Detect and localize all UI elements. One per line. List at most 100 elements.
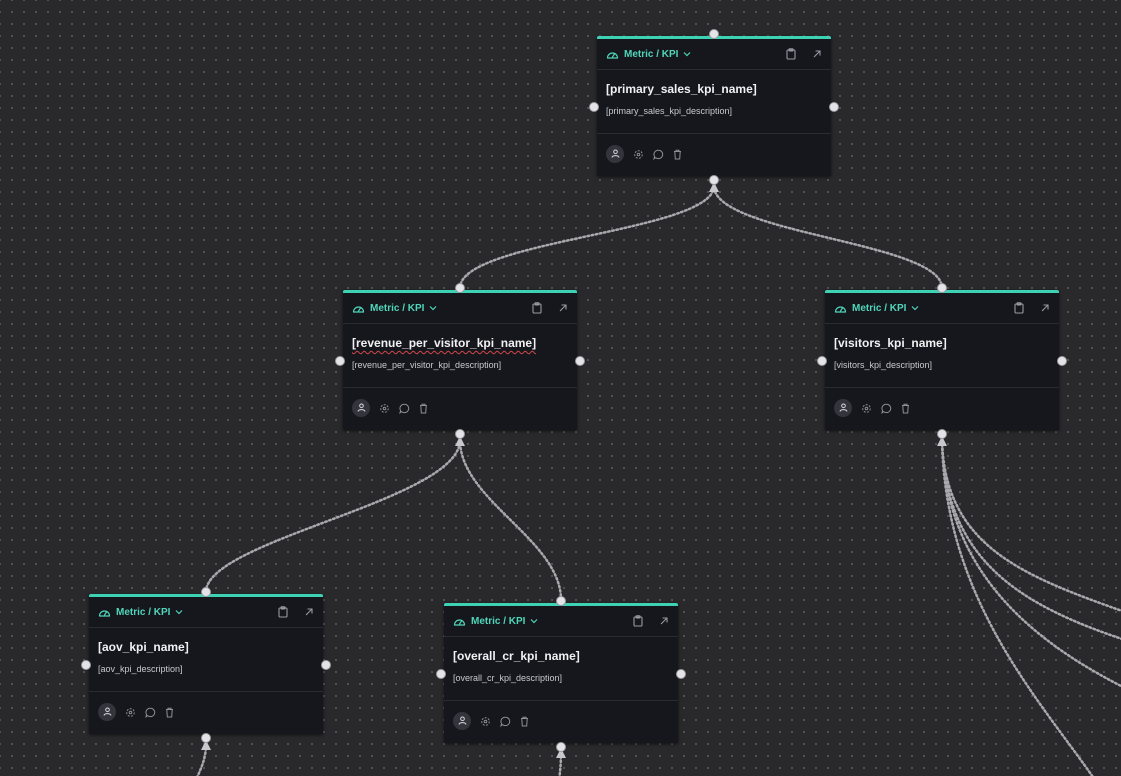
- comment-icon[interactable]: [653, 149, 664, 160]
- trash-icon[interactable]: [901, 403, 910, 414]
- node-body: [primary_sales_kpi_name] [primary_sales_…: [597, 70, 831, 134]
- handle-primary-sales-left[interactable]: [589, 102, 599, 112]
- handle-revenue-per-visitor-left[interactable]: [335, 356, 345, 366]
- node-type-dropdown[interactable]: Metric / KPI: [606, 49, 691, 60]
- clipboard-icon[interactable]: [633, 615, 643, 627]
- node-type-dropdown[interactable]: Metric / KPI: [834, 303, 919, 314]
- handle-primary-sales-bottom[interactable]: [709, 175, 719, 185]
- chevron-down-icon: [683, 51, 691, 57]
- edge-arrowhead: [455, 436, 465, 446]
- handle-revenue-per-visitor-right[interactable]: [575, 356, 585, 366]
- kpi-node-aov[interactable]: Metric / KPI [aov_kpi_name] [aov_kpi_des…: [89, 594, 323, 734]
- node-header: Metric / KPI: [597, 39, 831, 70]
- clipboard-icon[interactable]: [532, 302, 542, 314]
- node-title[interactable]: [visitors_kpi_name]: [834, 336, 947, 350]
- kpi-node-primary-sales[interactable]: Metric / KPI [primary_sales_kpi_name] [p…: [597, 36, 831, 176]
- handle-visitors-left[interactable]: [817, 356, 827, 366]
- link-icon[interactable]: [861, 403, 872, 414]
- handle-revenue-per-visitor-top[interactable]: [455, 283, 465, 293]
- node-title[interactable]: [primary_sales_kpi_name]: [606, 82, 757, 96]
- owner-avatar-button[interactable]: [98, 703, 116, 721]
- gauge-icon: [606, 49, 619, 60]
- handle-visitors-top[interactable]: [937, 283, 947, 293]
- edge-arrowhead: [201, 740, 211, 750]
- arrow-up-right-icon[interactable]: [1040, 303, 1050, 313]
- edge-overall-cr-to-revenue-per-visitor: [458, 438, 563, 602]
- edge-arrowhead: [556, 748, 566, 758]
- edge-visitors-to-primary-sales: [712, 184, 944, 290]
- handle-aov-left[interactable]: [81, 660, 91, 670]
- trash-icon[interactable]: [419, 403, 428, 414]
- arrow-up-right-icon[interactable]: [659, 616, 669, 626]
- node-description[interactable]: [revenue_per_visitor_kpi_description]: [352, 360, 502, 370]
- gauge-icon: [453, 616, 466, 627]
- node-title[interactable]: [aov_kpi_name]: [98, 640, 189, 654]
- trash-icon[interactable]: [520, 716, 529, 727]
- comment-icon[interactable]: [881, 403, 892, 414]
- trash-icon[interactable]: [165, 707, 174, 718]
- comment-icon[interactable]: [399, 403, 410, 414]
- node-type-dropdown[interactable]: Metric / KPI: [352, 303, 437, 314]
- node-footer: [825, 388, 1059, 428]
- node-title[interactable]: [overall_cr_kpi_name]: [453, 649, 580, 663]
- edge-revenue-per-visitor-to-primary-sales: [458, 184, 716, 290]
- kpi-node-visitors[interactable]: Metric / KPI [visitors_kpi_name] [visito…: [825, 290, 1059, 430]
- person-icon: [839, 399, 848, 417]
- edge-visitors-outgoing-3: [940, 438, 1121, 688]
- owner-avatar-button[interactable]: [606, 145, 624, 163]
- handle-visitors-right[interactable]: [1057, 356, 1067, 366]
- person-icon: [458, 712, 467, 730]
- handle-overall-cr-right[interactable]: [676, 669, 686, 679]
- node-footer: [597, 134, 831, 174]
- comment-icon[interactable]: [500, 716, 511, 727]
- node-description[interactable]: [aov_kpi_description]: [98, 664, 183, 674]
- clipboard-icon[interactable]: [1014, 302, 1024, 314]
- arrow-up-right-icon[interactable]: [812, 49, 822, 59]
- comment-icon[interactable]: [145, 707, 156, 718]
- handle-overall-cr-bottom[interactable]: [556, 742, 566, 752]
- chevron-down-icon: [530, 618, 538, 624]
- kpi-node-overall-cr[interactable]: Metric / KPI [overall_cr_kpi_name] [over…: [444, 603, 678, 743]
- node-type-label: Metric / KPI: [116, 606, 171, 618]
- owner-avatar-button[interactable]: [834, 399, 852, 417]
- trash-icon[interactable]: [673, 149, 682, 160]
- owner-avatar-button[interactable]: [352, 399, 370, 417]
- node-title[interactable]: [revenue_per_visitor_kpi_name]: [352, 336, 537, 350]
- handle-primary-sales-right[interactable]: [829, 102, 839, 112]
- edge-visitors-outgoing-4: [940, 438, 1094, 776]
- gauge-icon: [98, 607, 111, 618]
- node-type-label: Metric / KPI: [852, 302, 907, 314]
- handle-aov-right[interactable]: [321, 660, 331, 670]
- handle-aov-top[interactable]: [201, 587, 211, 597]
- owner-avatar-button[interactable]: [453, 712, 471, 730]
- node-footer: [343, 388, 577, 428]
- link-icon[interactable]: [633, 149, 644, 160]
- handle-overall-cr-left[interactable]: [436, 669, 446, 679]
- handle-aov-bottom[interactable]: [201, 733, 211, 743]
- person-icon: [357, 399, 366, 417]
- node-description[interactable]: [visitors_kpi_description]: [834, 360, 933, 370]
- handle-revenue-per-visitor-bottom[interactable]: [455, 429, 465, 439]
- node-type-label: Metric / KPI: [471, 615, 526, 627]
- node-description[interactable]: [primary_sales_kpi_description]: [606, 106, 733, 116]
- clipboard-icon[interactable]: [786, 48, 796, 60]
- clipboard-icon[interactable]: [278, 606, 288, 618]
- arrow-up-right-icon[interactable]: [304, 607, 314, 617]
- node-body: [revenue_per_visitor_kpi_name] [revenue_…: [343, 324, 577, 388]
- node-type-label: Metric / KPI: [624, 48, 679, 60]
- link-icon[interactable]: [125, 707, 136, 718]
- arrow-up-right-icon[interactable]: [558, 303, 568, 313]
- handle-visitors-bottom[interactable]: [937, 429, 947, 439]
- node-description[interactable]: [overall_cr_kpi_description]: [453, 673, 563, 683]
- node-type-dropdown[interactable]: Metric / KPI: [453, 616, 538, 627]
- handle-overall-cr-top[interactable]: [556, 596, 566, 606]
- edge-visitors-outgoing-2: [940, 438, 1121, 640]
- chevron-down-icon: [911, 305, 919, 311]
- link-icon[interactable]: [379, 403, 390, 414]
- kpi-node-revenue-per-visitor[interactable]: Metric / KPI [revenue_per_visitor_kpi_na…: [343, 290, 577, 430]
- link-icon[interactable]: [480, 716, 491, 727]
- handle-primary-sales-top[interactable]: [709, 29, 719, 39]
- node-type-dropdown[interactable]: Metric / KPI: [98, 607, 183, 618]
